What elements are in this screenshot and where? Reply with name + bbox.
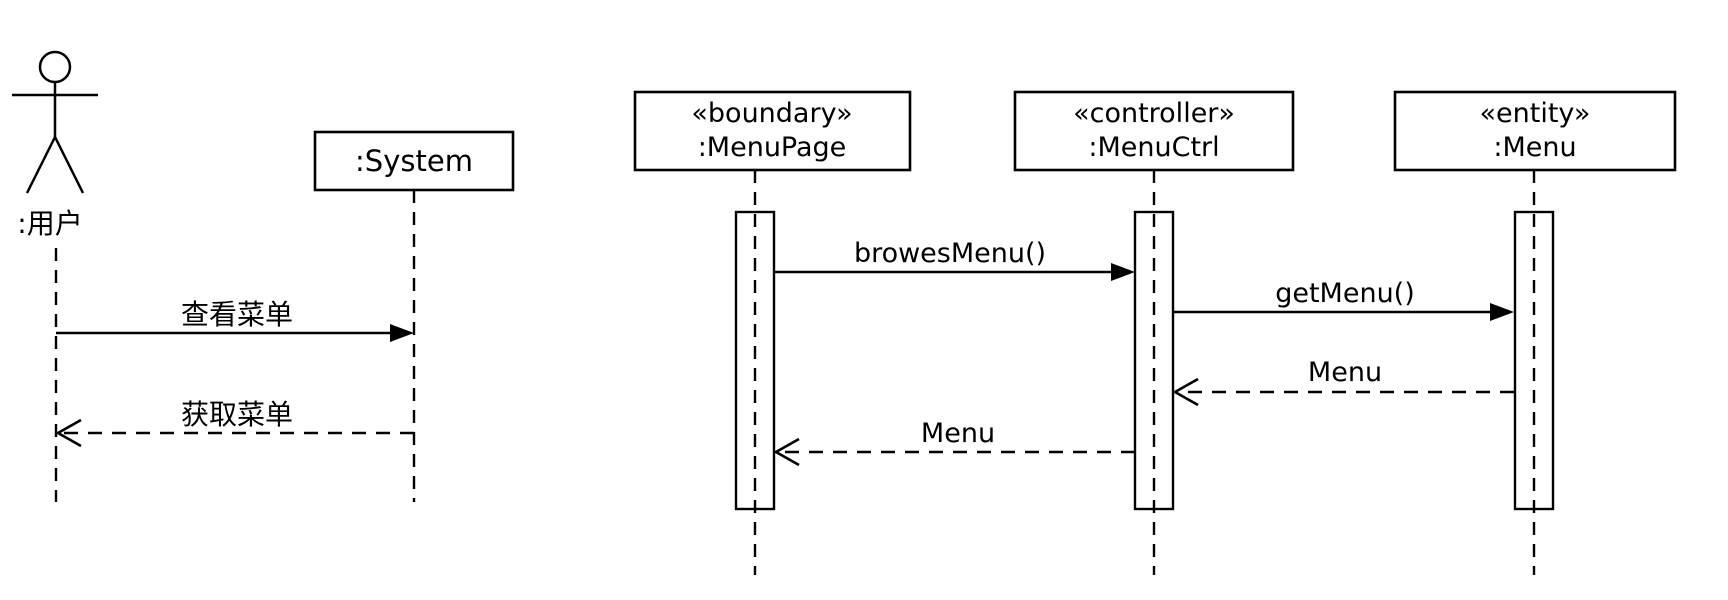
system-label: :System (355, 144, 473, 178)
actor-label: :用户 (17, 207, 82, 240)
message-menu-return-to-page: Menu (773, 418, 1135, 467)
menu-entity-stereotype: «entity» (1480, 98, 1591, 129)
arrowhead-filled-icon (390, 324, 414, 342)
message-label: 查看菜单 (181, 298, 293, 331)
actor: :用户 (12, 50, 98, 240)
arrowhead-open-icon (773, 437, 800, 467)
arrowhead-filled-icon (1111, 263, 1135, 281)
message-label: Menu (1308, 357, 1382, 388)
menuctrl-box (1013, 90, 1295, 172)
message-getmenu: getMenu() (1173, 278, 1514, 321)
menupage-stereotype: «boundary» (691, 98, 852, 129)
menupage-box (633, 90, 912, 172)
menupage-name: :MenuPage (698, 132, 847, 163)
message-label: getMenu() (1275, 278, 1415, 309)
participant-system: :System (313, 130, 515, 192)
message-browesmenu: browesMenu() (774, 238, 1135, 281)
system-box (313, 130, 515, 192)
participant-menuctrl: «controller» :MenuCtrl (1013, 90, 1295, 172)
message-menu-return-to-ctrl: Menu (1172, 357, 1514, 407)
message-label: 获取菜单 (181, 398, 293, 431)
menu-entity-activation-bar (1513, 210, 1555, 511)
menuctrl-stereotype: «controller» (1073, 98, 1235, 129)
participant-menu-entity: «entity» :Menu (1393, 90, 1677, 172)
actor-head (38, 50, 72, 84)
actor-leg-left (25, 136, 57, 194)
message-get-menu-return: 获取菜单 (55, 398, 414, 448)
message-label: browesMenu() (854, 238, 1046, 269)
message-label: Menu (921, 418, 995, 449)
menupage-activation-bar (734, 210, 776, 511)
menuctrl-name: :MenuCtrl (1088, 132, 1219, 163)
menu-entity-name: :Menu (1493, 132, 1576, 163)
participant-menupage: «boundary» :MenuPage (633, 90, 912, 172)
arrowhead-open-icon (55, 418, 82, 448)
arrowhead-open-icon (1172, 377, 1199, 407)
menuctrl-activation-bar (1133, 210, 1175, 511)
actor-leg-right (53, 136, 85, 194)
arrowhead-filled-icon (1490, 303, 1514, 321)
message-view-menu: 查看菜单 (56, 298, 414, 342)
